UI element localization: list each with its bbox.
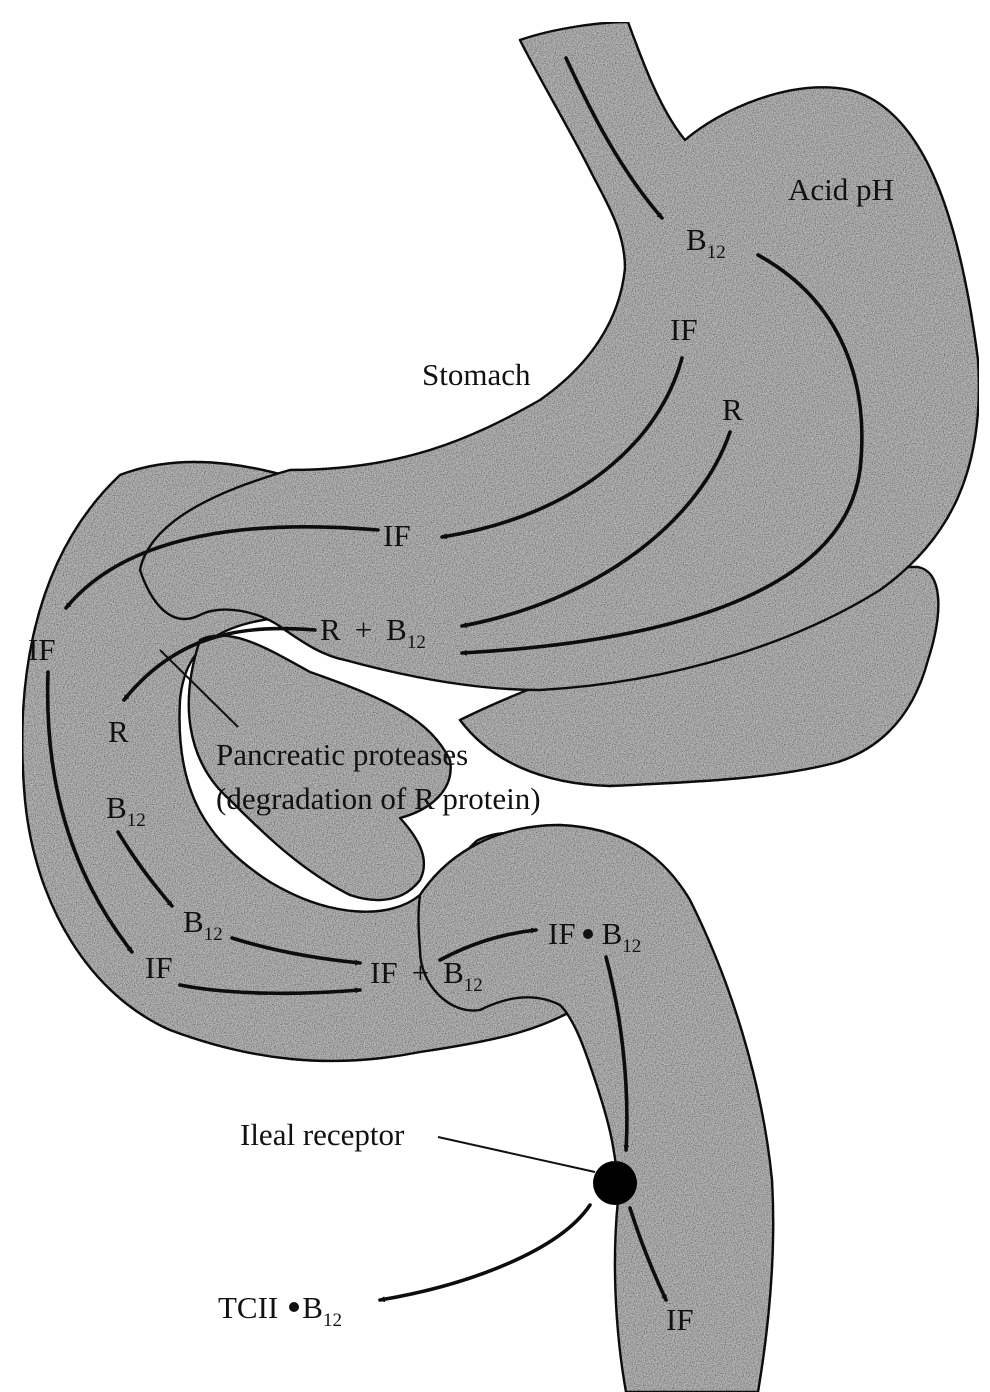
if-duodenum-label: IF (383, 518, 411, 553)
ileal-receptor-dot (593, 1161, 637, 1205)
if-bottom-label: IF (666, 1302, 694, 1337)
if-left-label: IF (28, 632, 56, 667)
tcii-bond-dot (289, 1302, 299, 1312)
r-stomach-label: R (722, 392, 743, 427)
degradation-label: (degradation of R protein) (216, 781, 541, 816)
acid-ph-label: Acid pH (788, 172, 894, 207)
if-stomach-label: IF (670, 312, 698, 347)
arrow-receptor-to-tcii (380, 1205, 590, 1300)
complex-bond-dot (583, 929, 593, 939)
if-lower-label: IF (145, 950, 173, 985)
ileal-receptor-leader-line (438, 1137, 595, 1172)
stomach-label: Stomach (422, 357, 531, 392)
pancreatic-proteases-label: Pancreatic proteases (216, 737, 468, 772)
ileum-shape (419, 825, 774, 1392)
stomach-shape (140, 22, 979, 690)
r-left-label: R (108, 714, 129, 749)
ileal-receptor-label: Ileal receptor (240, 1117, 405, 1152)
